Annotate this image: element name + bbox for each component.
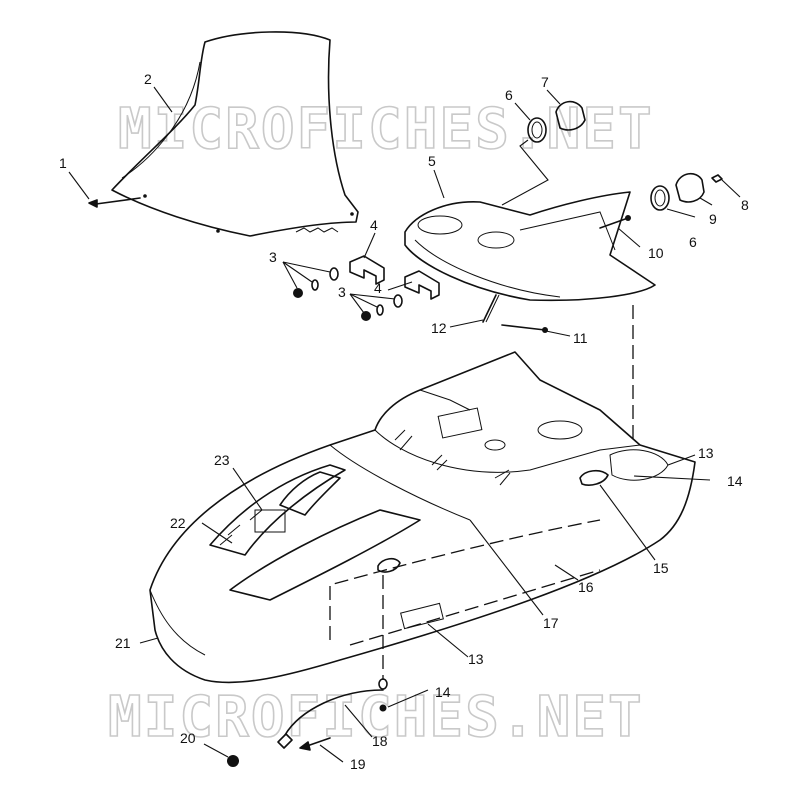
decal-outline-16-17 [329,519,601,646]
latch-part-left [377,557,401,573]
callout-6: 6 [505,87,513,103]
callout-11: 11 [573,330,588,346]
hood-body-part-21 [149,351,696,684]
callout-13: 13 [468,651,484,667]
callout-18: 18 [372,733,388,749]
callout-14: 14 [727,473,743,489]
watermark-bottom: MICROFICHES.NET [108,685,644,750]
gauge-parts [501,100,723,211]
windshield-part [111,31,359,237]
callout-20: 20 [180,730,196,746]
callout-labels: 1 2 3 3 4 4 5 6 6 7 8 9 10 11 12 13 13 1… [59,71,749,772]
callout-19: 19 [350,756,366,772]
callout-3: 3 [269,249,277,265]
callout-15: 15 [653,560,669,576]
callout-4: 4 [370,217,378,233]
callout-23: 23 [214,452,230,468]
callout-6: 6 [689,234,697,250]
callout-4: 4 [374,280,382,296]
callout-21: 21 [115,635,131,651]
leader-lines [68,86,741,763]
callout-14: 14 [435,684,451,700]
callout-12: 12 [431,320,447,336]
small-parts-10-11-12 [482,215,631,333]
callout-17: 17 [543,615,559,631]
callout-5: 5 [428,153,436,169]
callout-1: 1 [59,155,67,171]
callout-3: 3 [338,284,346,300]
bracket-part-4 [349,255,440,300]
callout-16: 16 [578,579,594,595]
callout-7: 7 [541,74,549,90]
callout-9: 9 [709,211,717,227]
callout-10: 10 [648,245,664,261]
vent-grilles-22-23 [209,464,421,601]
callout-8: 8 [741,197,749,213]
lower-hardware [227,575,388,767]
fastener-part-3 [293,267,403,321]
callout-2: 2 [144,71,152,87]
latch-part-15 [579,469,609,486]
callout-22: 22 [170,515,186,531]
screw-part-1 [88,197,141,208]
dash-panel-part-5 [404,191,656,302]
callout-13: 13 [698,445,714,461]
